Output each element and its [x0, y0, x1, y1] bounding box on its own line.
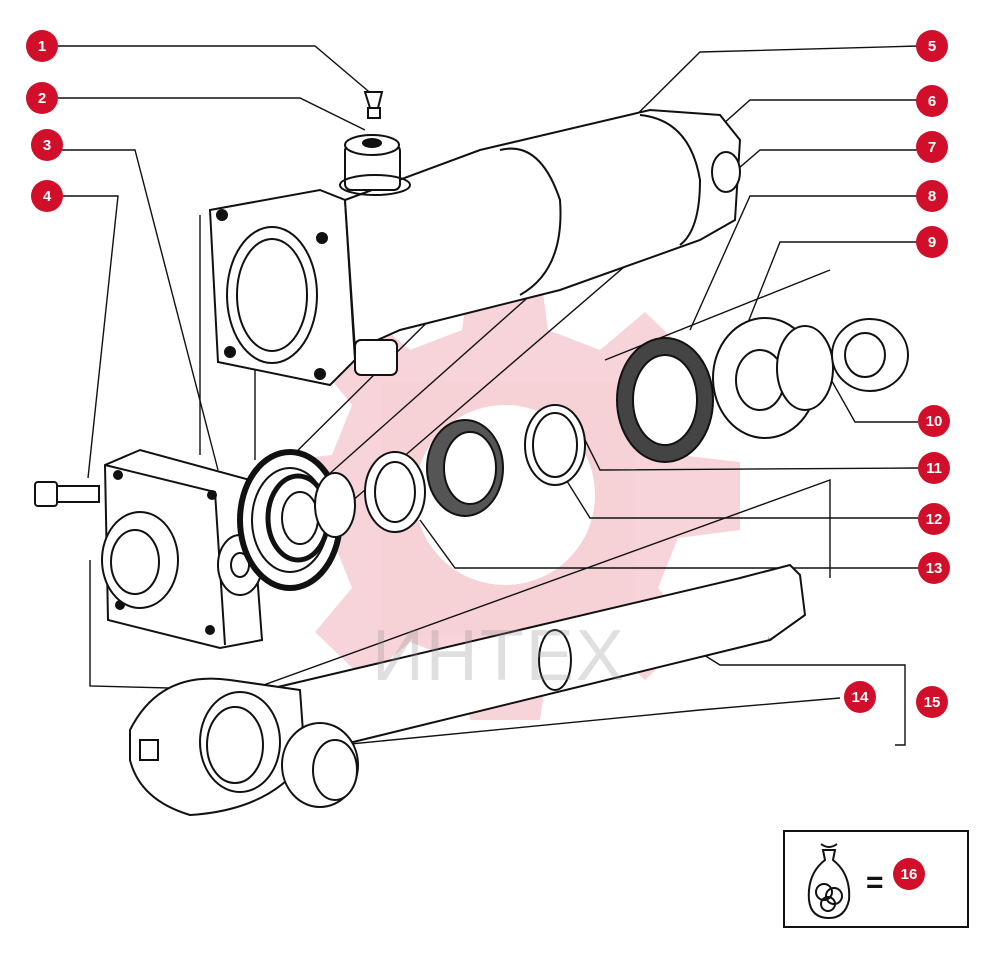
callout-14[interactable]: 14 — [844, 681, 876, 713]
seal-set — [237, 317, 909, 591]
callout-16[interactable]: 16 — [893, 858, 925, 890]
callout-3[interactable]: 3 — [31, 129, 63, 161]
kit-equals-sign: = — [866, 866, 884, 899]
repair-kit-box — [783, 830, 969, 928]
callout-9[interactable]: 9 — [916, 226, 948, 258]
parts-bag-icon — [807, 843, 851, 920]
piston-rod — [129, 563, 807, 817]
callout-1[interactable]: 1 — [26, 30, 58, 62]
callout-5[interactable]: 5 — [916, 30, 948, 62]
cylinder-housing — [208, 91, 742, 387]
callout-12[interactable]: 12 — [918, 503, 950, 535]
callout-11[interactable]: 11 — [918, 452, 950, 484]
callout-8[interactable]: 8 — [916, 180, 948, 212]
callout-2[interactable]: 2 — [26, 82, 58, 114]
callout-7[interactable]: 7 — [916, 131, 948, 163]
callout-13[interactable]: 13 — [918, 552, 950, 584]
callout-15[interactable]: 15 — [916, 686, 948, 718]
callout-10[interactable]: 10 — [918, 405, 950, 437]
callout-4[interactable]: 4 — [31, 180, 63, 212]
leader-lines — [58, 45, 919, 746]
watermark-text: ИНТЕХ — [372, 616, 626, 696]
end-cap — [34, 448, 264, 650]
callout-6[interactable]: 6 — [916, 85, 948, 117]
